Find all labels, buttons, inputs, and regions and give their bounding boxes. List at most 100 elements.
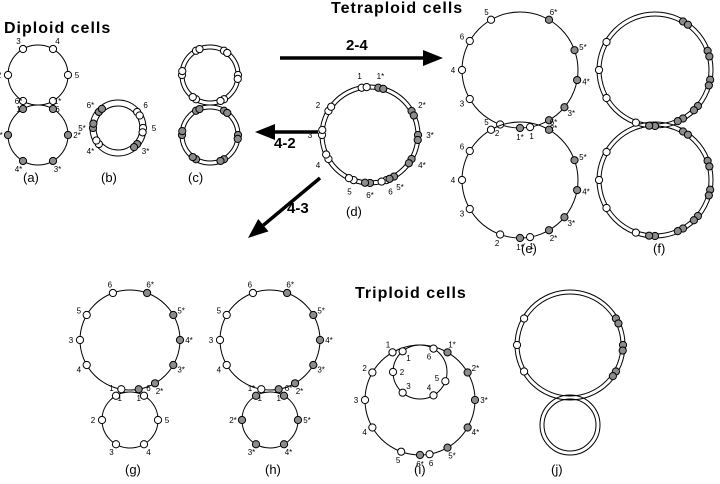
panel-b-marker bbox=[138, 128, 147, 137]
panel-g-large-marker-label: 1* bbox=[136, 394, 144, 403]
panel-d-marker bbox=[327, 102, 336, 111]
panel-e-top-marker-label: 4* bbox=[582, 78, 590, 87]
panel-g-large-marker bbox=[75, 335, 85, 345]
panel-g-large-marker-label: 3 bbox=[69, 336, 74, 345]
panel-i-large-marker bbox=[415, 450, 425, 460]
panel-g-large-marker bbox=[169, 360, 178, 370]
panel-h-large-marker bbox=[309, 360, 318, 370]
panel-h-large-marker bbox=[215, 335, 225, 345]
panel-e-bottom-marker bbox=[457, 175, 467, 185]
panel-a-top-marker-label: 1 bbox=[16, 105, 21, 114]
panel-g-large-marker bbox=[169, 310, 178, 320]
panel-f-top-marker bbox=[645, 121, 654, 130]
panel-g-large-ring bbox=[79, 289, 181, 391]
panel-g-large-marker-label: 6 bbox=[108, 281, 113, 290]
panel-a-bottom-marker bbox=[48, 104, 58, 114]
panel-b-marker-label: 5 bbox=[152, 124, 157, 133]
panel-a-top-marker bbox=[3, 70, 13, 80]
panel-a-bottom-ring bbox=[7, 104, 69, 166]
arrow-4-3-head bbox=[248, 219, 269, 238]
panel-f-bottom-marker bbox=[705, 162, 714, 171]
panel-i-large-marker-label: 6 bbox=[429, 459, 434, 468]
panel-h-large-marker bbox=[248, 288, 257, 298]
panel-i-inner-marker-label: 2 bbox=[400, 368, 405, 377]
panel-d-marker-label: 2* bbox=[418, 101, 426, 110]
panel-f-top-marker bbox=[683, 20, 693, 29]
panel-i-large-marker-label: 3 bbox=[354, 396, 359, 405]
panel-f-top-marker bbox=[673, 117, 682, 126]
panel-i-large-marker bbox=[443, 348, 452, 357]
panel-h-large-marker-label: 5* bbox=[317, 307, 325, 316]
panel-h-small-marker-label: 3* bbox=[248, 448, 256, 457]
panel-c-bottom-marker bbox=[178, 127, 187, 136]
panel-d-marker bbox=[404, 159, 413, 168]
panel-f-top-marker bbox=[689, 106, 699, 115]
panel-b-marker-label: 4* bbox=[87, 147, 95, 156]
panel-h-large-marker-label: 3 bbox=[209, 336, 214, 345]
panel-a-bottom-marker-label: 3* bbox=[54, 165, 62, 174]
panel-g-small-marker bbox=[139, 391, 149, 400]
panel-e-top-marker bbox=[570, 46, 579, 55]
panel-h-large-marker bbox=[222, 360, 231, 370]
panel-a-top-marker bbox=[18, 96, 28, 106]
panel-c-bottom-marker bbox=[216, 156, 225, 166]
panel-d-marker bbox=[377, 177, 386, 186]
panel-e-top-marker-label: 2* bbox=[550, 124, 558, 133]
panel-b-marker bbox=[92, 136, 101, 145]
panel-d-marker-label: 1* bbox=[377, 72, 385, 81]
panel-b-marker-label: 5* bbox=[78, 124, 86, 133]
panel-label-f: (f) bbox=[653, 241, 666, 256]
panel-i-inner-marker-label: 6 bbox=[427, 352, 432, 361]
panel-b-marker bbox=[89, 119, 98, 128]
panel-c-top-marker bbox=[233, 74, 242, 83]
panel-e-top-marker bbox=[486, 15, 496, 24]
panel-g-small-marker bbox=[111, 440, 121, 449]
panel-d-marker-label: 3* bbox=[426, 131, 434, 140]
panel-a-top-marker-label: 4 bbox=[55, 37, 60, 46]
panel-e-bottom-marker-label: 1 bbox=[529, 242, 534, 251]
panel-d-marker-label: 3 bbox=[308, 131, 313, 140]
panel-h-large-marker-label: 5 bbox=[217, 307, 222, 316]
panel-h-large-marker bbox=[309, 310, 318, 320]
panel-d-marker-label: 6* bbox=[366, 191, 374, 200]
panel-c-top-marker bbox=[195, 44, 204, 54]
panel-i-large-marker-label: 6* bbox=[416, 460, 424, 469]
panel-i-large-marker bbox=[470, 395, 480, 405]
panel-i-inner-marker bbox=[398, 347, 407, 356]
panel-h-large-marker bbox=[257, 385, 266, 394]
panel-g-large-marker bbox=[117, 385, 126, 394]
panel-e-top-marker-label: 3 bbox=[460, 100, 465, 109]
panel-e-bottom-marker bbox=[496, 230, 505, 239]
heading-tetraploid: Tetraploid cells bbox=[331, 0, 464, 17]
panel-e-top-marker-label: 5 bbox=[484, 8, 489, 17]
panel-g-large-marker-label: 5* bbox=[177, 307, 185, 316]
panel-c-bottom-marker bbox=[233, 134, 242, 143]
panel-e-top-marker bbox=[573, 75, 582, 85]
panel-d-marker bbox=[360, 178, 370, 187]
panel-d-marker bbox=[322, 150, 331, 159]
panel-h-small-marker bbox=[279, 440, 289, 449]
panel-i-large-marker bbox=[368, 368, 377, 377]
panel-i-large-marker-label: 5* bbox=[448, 451, 456, 460]
panel-e-bottom-marker-label: 3 bbox=[460, 210, 465, 219]
panel-e-top-marker bbox=[525, 123, 535, 132]
panel-label-a: (a) bbox=[23, 170, 39, 185]
panel-e-top-marker-label: 1* bbox=[516, 133, 524, 142]
arrow-2-4-head bbox=[423, 50, 443, 66]
panel-h-large-marker bbox=[274, 385, 283, 394]
panel-i-large-marker-label: 1* bbox=[448, 341, 456, 350]
panel-i-large-ring bbox=[364, 344, 476, 456]
heading-diploid: Diploid cells bbox=[4, 20, 112, 37]
panel-e-bottom-marker bbox=[544, 125, 554, 134]
panel-i-inner-marker bbox=[388, 367, 398, 377]
panel-h-large-marker-label: 1* bbox=[276, 394, 284, 403]
panel-e-top-marker bbox=[560, 103, 569, 112]
panel-h-large-marker-label: 4* bbox=[325, 336, 333, 345]
panel-f-top-marker bbox=[705, 52, 714, 61]
panel-e-top-marker bbox=[465, 94, 474, 104]
panel-h-large-marker-label: 6* bbox=[286, 281, 294, 290]
panel-h-large-marker bbox=[283, 288, 292, 298]
arrow-4-2-head bbox=[255, 124, 275, 140]
panel-a-bottom-marker bbox=[48, 156, 58, 166]
panel-h-large-marker-label: 4 bbox=[217, 366, 222, 375]
